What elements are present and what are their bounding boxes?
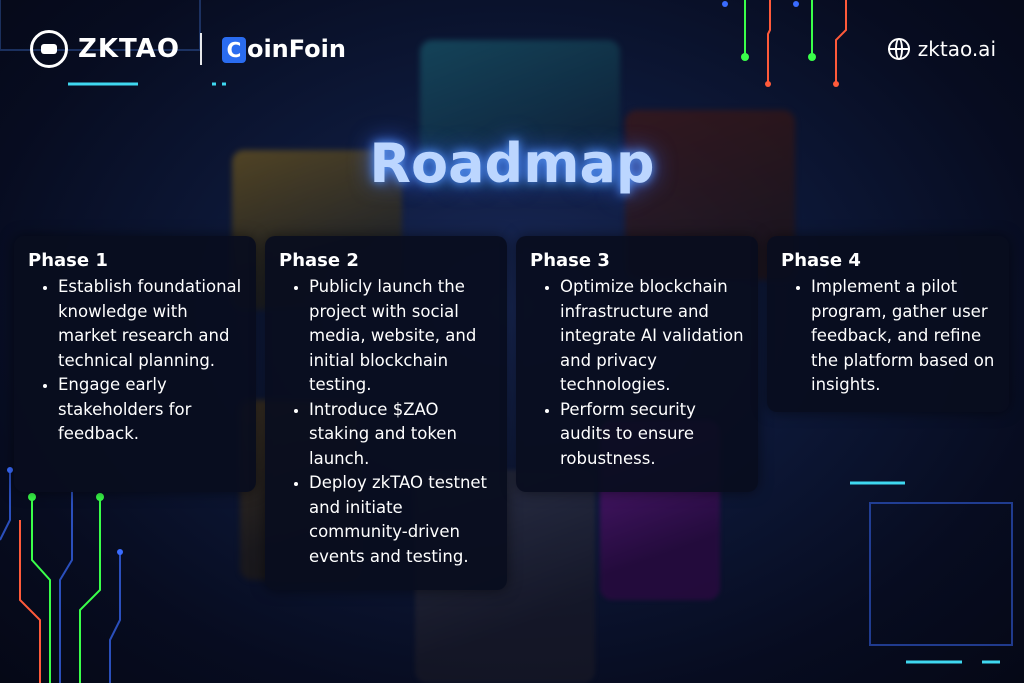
phase-list: Publicly launch the project with social …: [279, 275, 495, 569]
globe-icon: [887, 38, 910, 60]
phase-card-4: Phase 4 Implement a pilot program, gathe…: [767, 236, 1009, 412]
phase-title: Phase 3: [530, 250, 610, 271]
phase-list: Optimize blockchain infrastructure and i…: [530, 275, 746, 471]
phase-card-1: Phase 1 Establish foundational knowledge…: [14, 236, 256, 492]
logo-divider: [199, 33, 202, 65]
phase-title: Phase 1: [28, 250, 108, 271]
coinfoin-c: C: [221, 37, 246, 63]
phase-item: Perform security audits to ensure robust…: [560, 398, 746, 472]
phase-list: Implement a pilot program, gather user f…: [781, 275, 997, 398]
zktao-brand: ZKTAO: [78, 34, 180, 64]
phase-item: Implement a pilot program, gather user f…: [811, 275, 997, 398]
website-text: zktao.ai: [917, 37, 996, 61]
bg-cube: [420, 40, 620, 190]
phase-item: Publicly launch the project with social …: [309, 275, 495, 398]
phase-item: Optimize blockchain infrastructure and i…: [560, 275, 746, 398]
zktao-logo-icon: [30, 30, 68, 68]
phase-title: Phase 2: [279, 250, 359, 271]
website-link[interactable]: zktao.ai: [887, 37, 996, 61]
phase-card-2: Phase 2 Publicly launch the project with…: [265, 236, 507, 590]
phase-item: Establish foundational knowledge with ma…: [58, 275, 244, 373]
phase-item: Engage early stakeholders for feedback.: [58, 373, 244, 447]
phase-item: Deploy zkTAO testnet and initiate commun…: [309, 471, 495, 569]
page-title: Roadmap: [369, 132, 655, 195]
phase-item: Introduce $ZAO staking and token launch.: [309, 398, 495, 472]
phase-title: Phase 4: [781, 250, 861, 271]
coinfoin-rest: oinFoin: [246, 35, 346, 63]
phase-card-3: Phase 3 Optimize blockchain infrastructu…: [516, 236, 758, 492]
phase-list: Establish foundational knowledge with ma…: [28, 275, 244, 447]
